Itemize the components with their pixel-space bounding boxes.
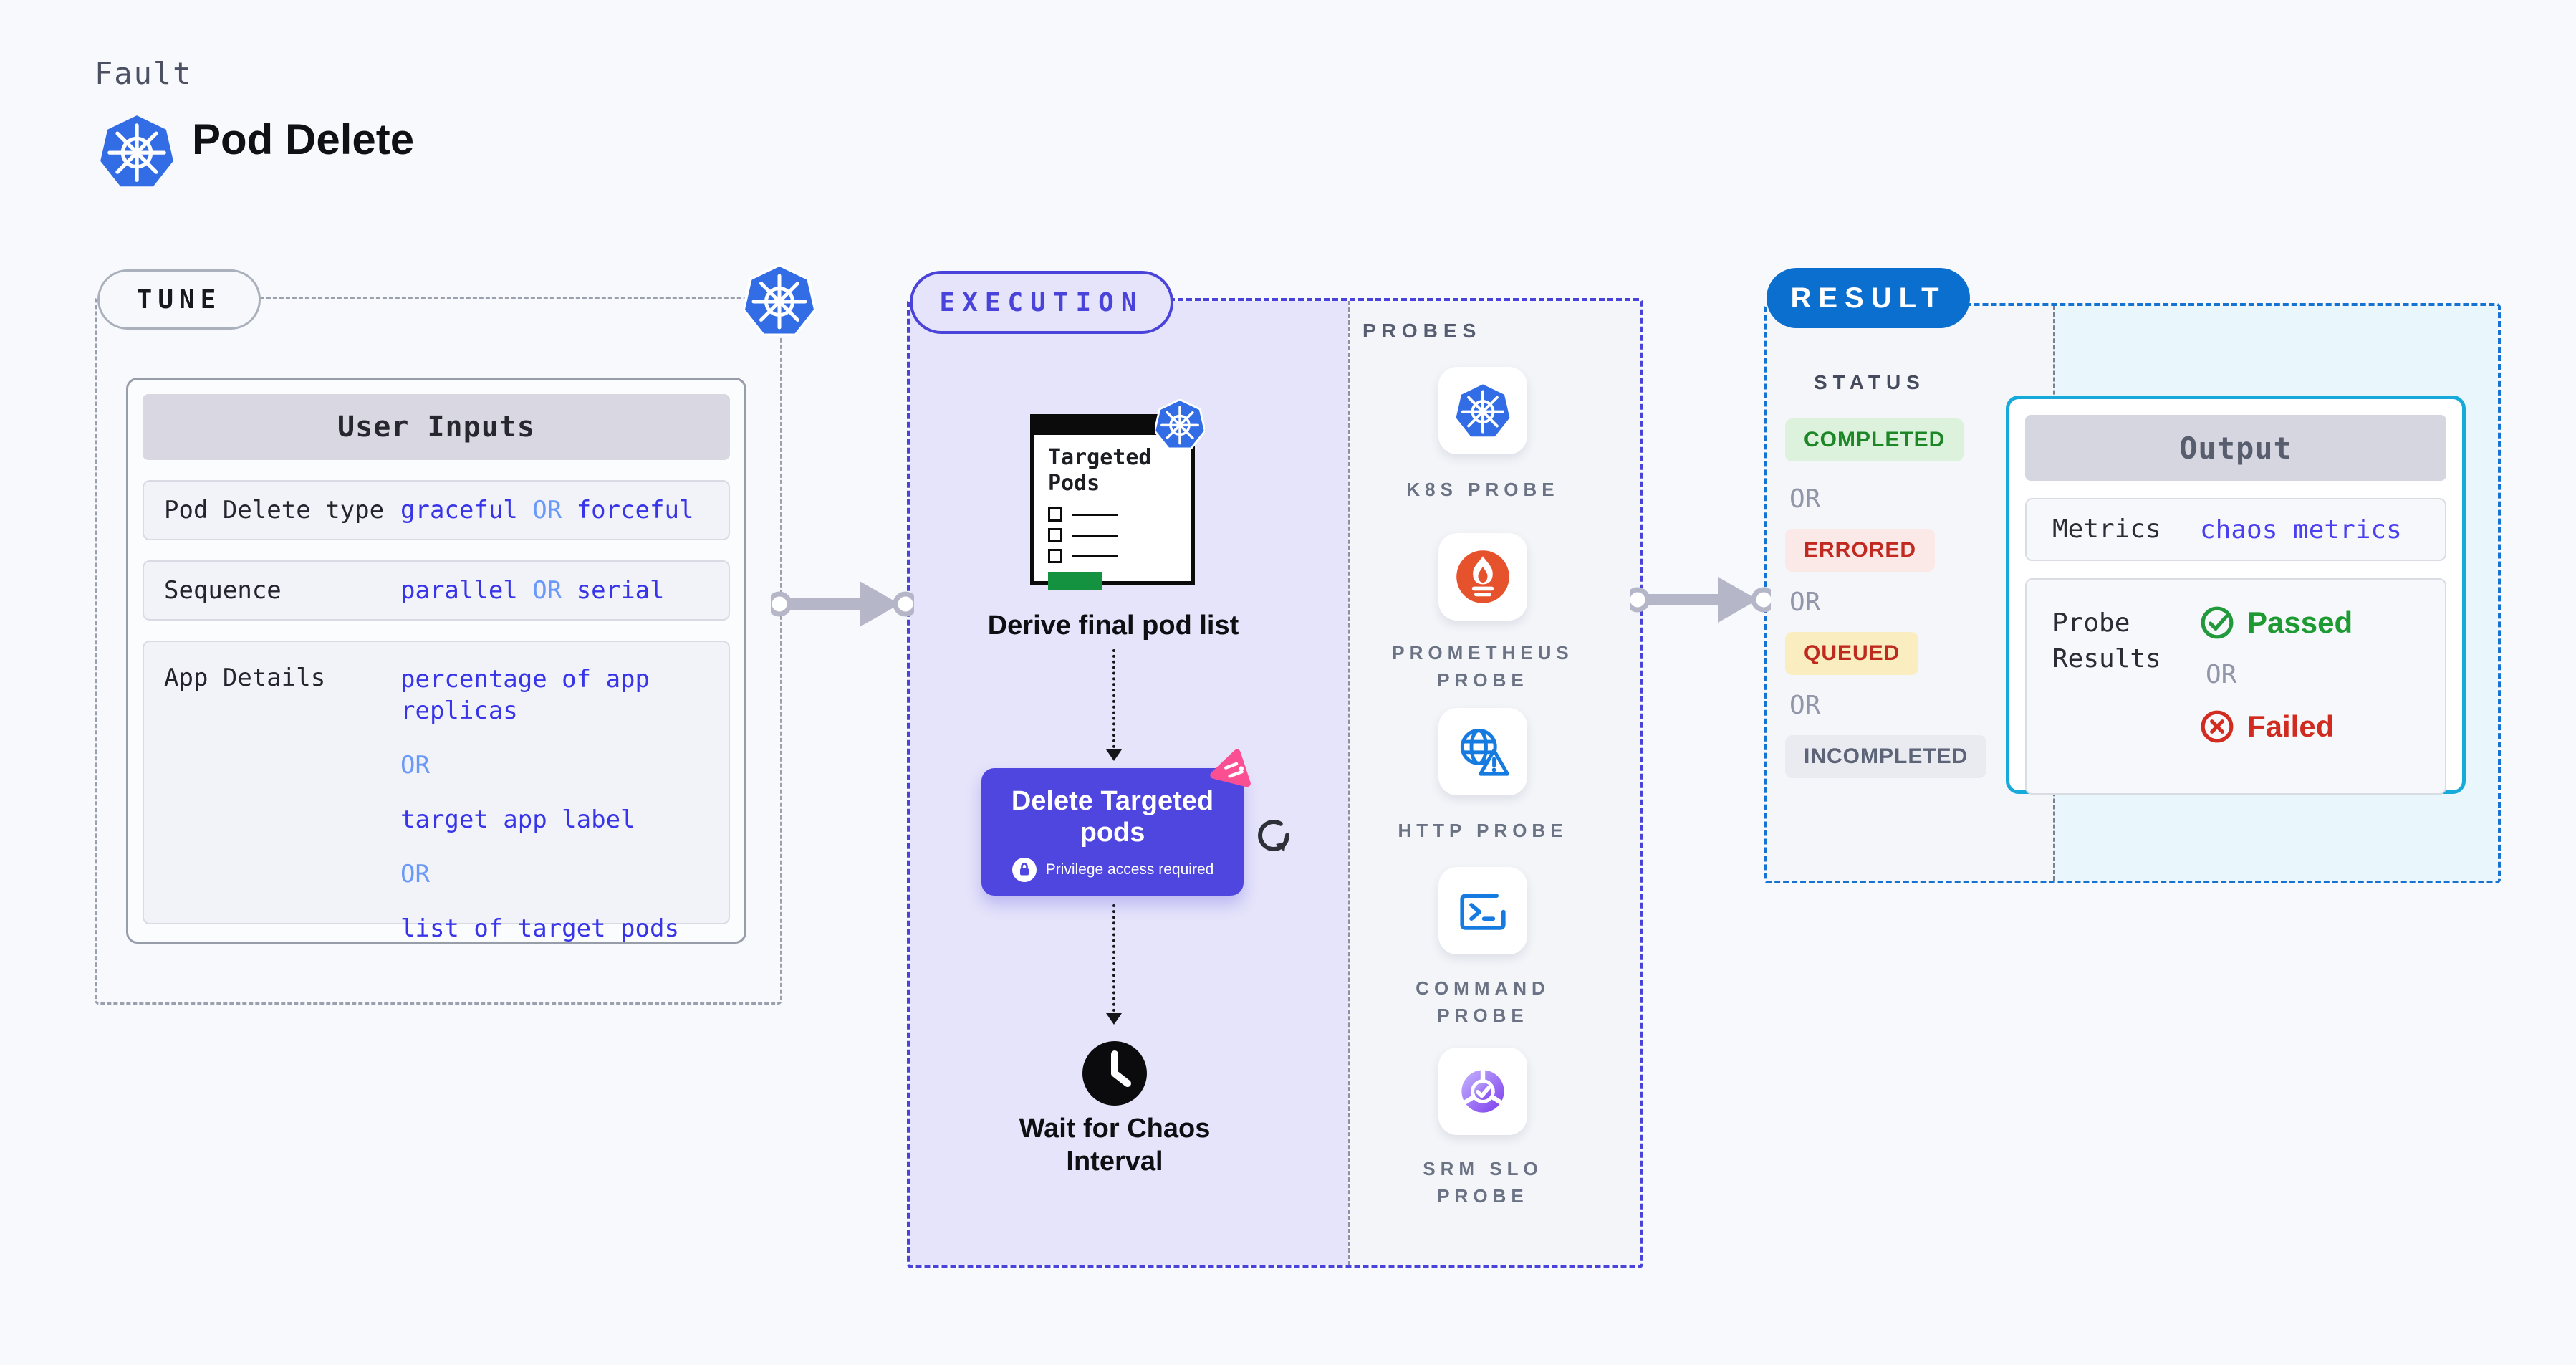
k8s-probe-card — [1438, 367, 1527, 454]
chaos-icon — [1210, 749, 1251, 787]
or-separator: OR — [1789, 484, 1821, 514]
x-circle-icon — [2201, 710, 2234, 743]
or-separator: OR — [400, 860, 430, 889]
probe-results-row: Probe Results Passed OR Faile — [2025, 578, 2446, 795]
metrics-value: chaos metrics — [2200, 514, 2402, 545]
or-separator: OR — [2206, 660, 2237, 689]
or-separator: OR — [400, 751, 430, 780]
or-separator: OR — [532, 496, 562, 525]
probe-label: SRM SLO PROBE — [1423, 1158, 1543, 1207]
status-badge-completed: COMPLETED — [1785, 418, 1964, 461]
passed-line: Passed — [2200, 605, 2352, 640]
pod-checklist-item — [1048, 549, 1118, 563]
derive-pod-list-caption: Derive final pod list — [987, 610, 1239, 641]
result-badge: RESULT — [1767, 268, 1970, 328]
list-line — [1072, 534, 1118, 537]
arrow-execution-to-result — [1630, 577, 1771, 623]
tune-section — [95, 297, 782, 1005]
step-title: Delete Targeted pods — [1011, 786, 1214, 848]
user-inputs-card: User Inputs Pod Delete type graceful OR … — [126, 378, 746, 944]
value-option: forceful — [576, 496, 694, 525]
failed-label: Failed — [2247, 709, 2335, 743]
status-panel — [1767, 306, 2053, 881]
pod-checklist-item — [1048, 507, 1118, 522]
status-badge-queued: QUEUED — [1785, 632, 1919, 675]
checkbox-icon — [1048, 507, 1062, 522]
fault-eyebrow: Fault — [95, 56, 193, 91]
srm-slo-probe-card — [1438, 1048, 1527, 1135]
status-header: STATUS — [1814, 371, 1926, 393]
or-separator: OR — [1789, 588, 1821, 617]
command-probe-icon — [1460, 894, 1506, 930]
command-probe-card — [1438, 867, 1527, 954]
progress-bar — [1048, 572, 1102, 590]
status-badge-errored: ERRORED — [1785, 529, 1936, 572]
flow-connector — [1112, 649, 1115, 748]
checkbox-icon — [1048, 528, 1062, 542]
kubernetes-icon — [1455, 382, 1511, 439]
input-row-sequence: Sequence parallel OR serial — [143, 560, 730, 621]
pod-checklist-item — [1048, 528, 1118, 542]
page-title: Pod Delete — [192, 115, 415, 163]
kubernetes-icon — [744, 264, 815, 337]
value-option: graceful — [400, 496, 518, 525]
wait-chaos-interval-caption: Wait for Chaos Interval — [1019, 1113, 1211, 1177]
probes-header: PROBES — [1363, 320, 1482, 342]
tune-badge: TUNE — [97, 269, 261, 330]
prometheus-icon — [1456, 550, 1509, 603]
input-value-list: percentage of app replicas OR target app… — [400, 664, 708, 944]
input-label: App Details — [164, 664, 326, 692]
srm-slo-probe-icon — [1461, 1068, 1504, 1113]
output-header: Output — [2025, 415, 2446, 481]
input-label: Sequence — [164, 576, 282, 605]
metrics-row: Metrics chaos metrics — [2025, 498, 2446, 561]
probe-results-values: Passed OR Failed — [2200, 605, 2352, 744]
value-option: serial — [576, 576, 665, 605]
list-line — [1072, 513, 1118, 516]
input-row-app-details: App Details percentage of app replicas O… — [143, 641, 730, 943]
targeted-pods-title: Targeted Pods — [1048, 445, 1152, 496]
privilege-note: Privilege access required — [981, 857, 1244, 883]
or-separator: OR — [1789, 691, 1821, 720]
kubernetes-icon — [99, 112, 175, 191]
execution-badge: EXECUTION — [910, 271, 1173, 334]
clock-icon — [1082, 1041, 1147, 1106]
probe-label: HTTP PROBE — [1398, 820, 1568, 841]
pod-checklist — [1048, 501, 1118, 590]
input-row-pod-delete-type: Pod Delete type graceful OR forceful — [143, 480, 730, 540]
passed-label: Passed — [2247, 605, 2353, 639]
value-option: percentage of app replicas — [400, 665, 650, 725]
probe-results-label: Probe Results — [2052, 608, 2161, 674]
or-separator: OR — [532, 576, 562, 605]
repeat-icon — [1258, 820, 1289, 852]
value-option: parallel — [400, 576, 518, 605]
input-label: Pod Delete type — [164, 496, 385, 525]
value-option: list of target pods — [400, 914, 679, 943]
probe-label: COMMAND PROBE — [1416, 977, 1550, 1026]
failed-line: Failed — [2200, 709, 2352, 744]
privilege-note-text: Privilege access required — [1045, 861, 1214, 878]
list-line — [1072, 555, 1118, 557]
user-inputs-header: User Inputs — [143, 394, 730, 460]
http-probe-card — [1438, 708, 1527, 795]
kubernetes-icon — [1155, 398, 1205, 450]
http-probe-icon — [1460, 729, 1509, 776]
arrow-tune-to-execution — [771, 581, 914, 627]
status-badge-incompleted: INCOMPLETED — [1785, 735, 1987, 778]
flow-connector — [1112, 904, 1115, 1012]
probe-label: K8S PROBE — [1406, 479, 1559, 500]
prometheus-probe-card — [1438, 533, 1527, 621]
output-card: Output Metrics chaos metrics Probe Resul… — [2006, 396, 2466, 795]
value-option: target app label — [400, 805, 635, 834]
delete-targeted-pods-step: Delete Targeted pods Privilege access re… — [981, 768, 1244, 896]
check-circle-icon — [2201, 606, 2234, 639]
checkbox-icon — [1048, 549, 1062, 563]
input-value: graceful OR forceful — [400, 496, 693, 525]
lock-icon — [1011, 858, 1037, 882]
input-value: parallel OR serial — [400, 576, 665, 605]
arrow-down-icon — [1106, 1013, 1122, 1025]
probe-label: PROMETHEUS PROBE — [1392, 642, 1574, 691]
metrics-label: Metrics — [2052, 514, 2161, 544]
arrow-down-icon — [1106, 749, 1122, 761]
